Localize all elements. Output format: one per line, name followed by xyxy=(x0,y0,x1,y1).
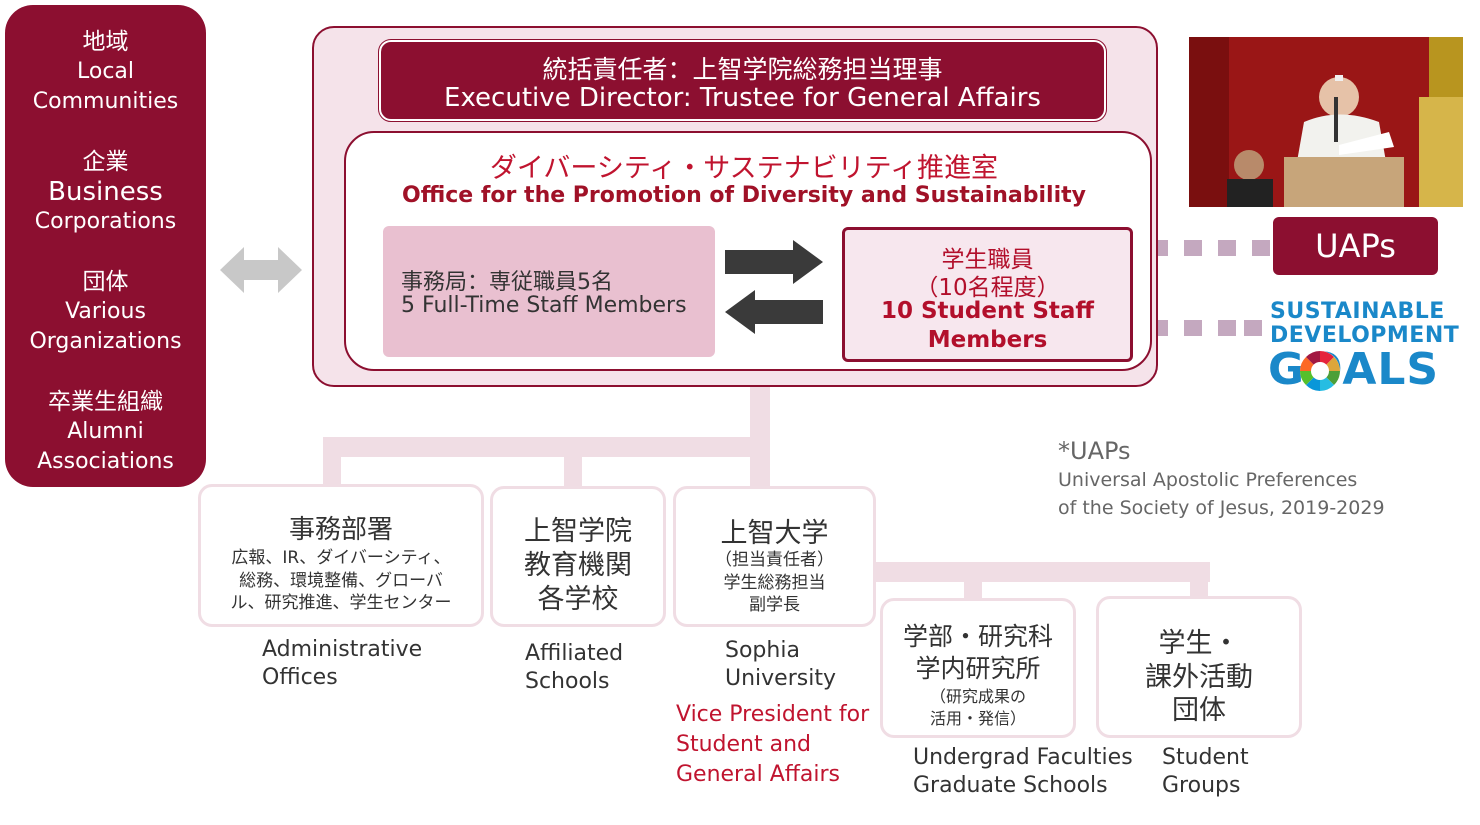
label-line: Student xyxy=(1162,745,1249,770)
dash-connector xyxy=(1244,320,1262,336)
label-line: Affiliated xyxy=(525,641,624,666)
stakeholder-panel: 地域 Local Communities 企業 Business Corpora… xyxy=(5,5,206,487)
sdg-logo-goals: GOALS xyxy=(1268,344,1440,395)
pope-speech-photo xyxy=(1189,37,1463,207)
label-line: Offices xyxy=(262,665,338,690)
secretariat-label-jp: 事務局：専従職員5名 xyxy=(401,270,613,295)
stakeholder-label-jp: 企業 xyxy=(82,149,129,175)
sdg-logo-line1: SUSTAINABLE xyxy=(1270,299,1445,324)
student-groups-label-en: Student Groups xyxy=(1162,744,1249,800)
stakeholder-organizations: 団体 Various Organizations xyxy=(5,267,206,357)
sophia-detail: 副学長 xyxy=(749,595,800,615)
executive-title-en: Executive Director: Trustee for General … xyxy=(444,83,1041,113)
affiliated-title-jp: 上智学院 xyxy=(524,516,632,547)
stakeholder-label-jp: 団体 xyxy=(82,269,129,295)
uaps-note-title: *UAPs xyxy=(1058,437,1131,465)
stakeholder-label-en: Business xyxy=(48,177,163,207)
label-line: Groups xyxy=(1162,773,1241,798)
student-staff-box: 学生職員 （10名程度） 10 Student Staff Members xyxy=(842,227,1133,362)
faculties-detail: 活用・発信） xyxy=(929,709,1026,728)
uaps-note-line: of the Society of Jesus, 2019-2029 xyxy=(1058,497,1385,519)
affiliated-title-jp: 教育機関 xyxy=(524,550,632,581)
stakeholder-label-en: Associations xyxy=(37,449,174,474)
admin-offices-title-jp: 事務部署 xyxy=(288,515,393,545)
stakeholder-label-en: Various xyxy=(65,299,146,324)
affiliated-schools-box: 上智学院 教育機関 各学校 xyxy=(490,486,666,627)
stakeholder-business: 企業 Business Corporations xyxy=(5,147,206,237)
stakeholder-alumni: 卒業生組織 Alumni Associations xyxy=(5,387,206,477)
label-line: Student and xyxy=(676,732,811,757)
secretariat-box: 事務局：専従職員5名 5 Full-Time Staff Members xyxy=(383,226,715,357)
label-line: University xyxy=(725,666,836,691)
connector-admin xyxy=(323,437,341,487)
stakeholder-label-jp: 地域 xyxy=(82,29,129,55)
student-groups-title-jp: 課外活動 xyxy=(1145,662,1253,693)
sophia-university-label-en: Sophia University xyxy=(725,637,836,693)
faculties-title-jp: 学部・研究科 xyxy=(902,622,1053,651)
sdg-logo-line2: DEVELOPMENT xyxy=(1270,323,1460,348)
stakeholder-label-en: Organizations xyxy=(29,329,182,354)
label-line: Graduate Schools xyxy=(913,773,1108,798)
sophia-university-box: 上智大学 （担当責任者） 学生総務担当 副学長 xyxy=(673,486,876,627)
dash-connector xyxy=(1252,240,1270,256)
sophia-title-jp: 上智大学 xyxy=(720,518,829,549)
student-staff-en: Members xyxy=(927,327,1048,353)
executive-director-box: 統括責任者：上智学院総務担当理事 Executive Director: Tru… xyxy=(378,39,1107,122)
label-line: Schools xyxy=(525,669,610,694)
label-line: General Affairs xyxy=(676,762,841,787)
dash-connector xyxy=(1184,240,1202,256)
secretariat-label-en: 5 Full-Time Staff Members xyxy=(401,293,687,318)
admin-offices-box: 事務部署 広報、IR、ダイバーシティ、 総務、環境整備、グローバ ル、研究推進、… xyxy=(198,484,484,627)
admin-offices-label-en: Administrative Offices xyxy=(262,636,422,692)
sophia-detail: 学生総務担当 xyxy=(723,573,826,593)
student-groups-box: 学生・ 課外活動 団体 xyxy=(1096,596,1302,738)
faculties-detail: （研究成果の xyxy=(929,687,1026,706)
admin-offices-detail: 総務、環境整備、グローバ xyxy=(239,571,443,591)
student-groups-title-jp: 学生・ xyxy=(1158,628,1240,659)
sophia-detail: （担当責任者） xyxy=(715,550,834,570)
admin-offices-detail: ル、研究推進、学生センター xyxy=(230,593,452,613)
stakeholder-label-en: Communities xyxy=(32,89,179,114)
vice-president-label: Vice President for Student and General A… xyxy=(676,700,869,790)
executive-title-jp: 統括責任者：上智学院総務担当理事 xyxy=(542,55,943,84)
connector-affiliated xyxy=(564,437,582,487)
connector-vertical xyxy=(750,386,770,486)
stakeholder-label-jp: 卒業生組織 xyxy=(48,389,163,415)
office-title-jp: ダイバーシティ・サステナビリティ推進室 xyxy=(489,153,999,184)
student-staff-jp: 学生職員 xyxy=(941,247,1034,273)
faculties-label-en: Undergrad Faculties Graduate Schools xyxy=(913,744,1133,800)
connector-student-groups xyxy=(1190,562,1208,602)
affiliated-title-jp: 各学校 xyxy=(537,584,619,615)
connector-horizontal xyxy=(323,437,770,457)
sdg-wheel-icon xyxy=(1300,351,1340,391)
dash-connector xyxy=(1218,240,1236,256)
stakeholder-label-en: Corporations xyxy=(34,209,177,234)
stakeholder-local: 地域 Local Communities xyxy=(5,27,206,117)
affiliated-schools-label-en: Affiliated Schools xyxy=(525,640,623,696)
uaps-note-line: Universal Apostolic Preferences xyxy=(1058,469,1358,491)
bidirectional-arrow-icon xyxy=(220,247,302,293)
label-line: Undergrad Faculties xyxy=(913,745,1133,770)
office-title-en: Office for the Promotion of Diversity an… xyxy=(402,183,1086,208)
student-staff-en: 10 Student Staff xyxy=(880,298,1095,324)
label-line: Administrative xyxy=(262,637,423,662)
dash-connector xyxy=(1184,320,1202,336)
label-line: Sophia xyxy=(725,638,800,663)
exchange-arrows-icon xyxy=(725,240,823,334)
student-staff-count-jp: （10名程度） xyxy=(915,275,1060,301)
dash-connector xyxy=(1218,320,1236,336)
label-line: Vice President for xyxy=(676,702,870,727)
faculties-box: 学部・研究科 学内研究所 （研究成果の 活用・発信） xyxy=(880,598,1076,738)
uaps-badge: UAPs xyxy=(1273,217,1438,275)
connector-sophia-branch xyxy=(870,562,1210,582)
student-groups-title-jp: 団体 xyxy=(1172,695,1226,726)
photo-illustration xyxy=(1189,37,1463,207)
connector-faculties xyxy=(964,562,982,602)
stakeholder-label-en: Alumni xyxy=(67,419,144,444)
faculties-title-jp: 学内研究所 xyxy=(915,654,1041,683)
admin-offices-detail: 広報、IR、ダイバーシティ、 xyxy=(231,548,451,568)
stakeholder-label-en: Local xyxy=(76,59,135,84)
